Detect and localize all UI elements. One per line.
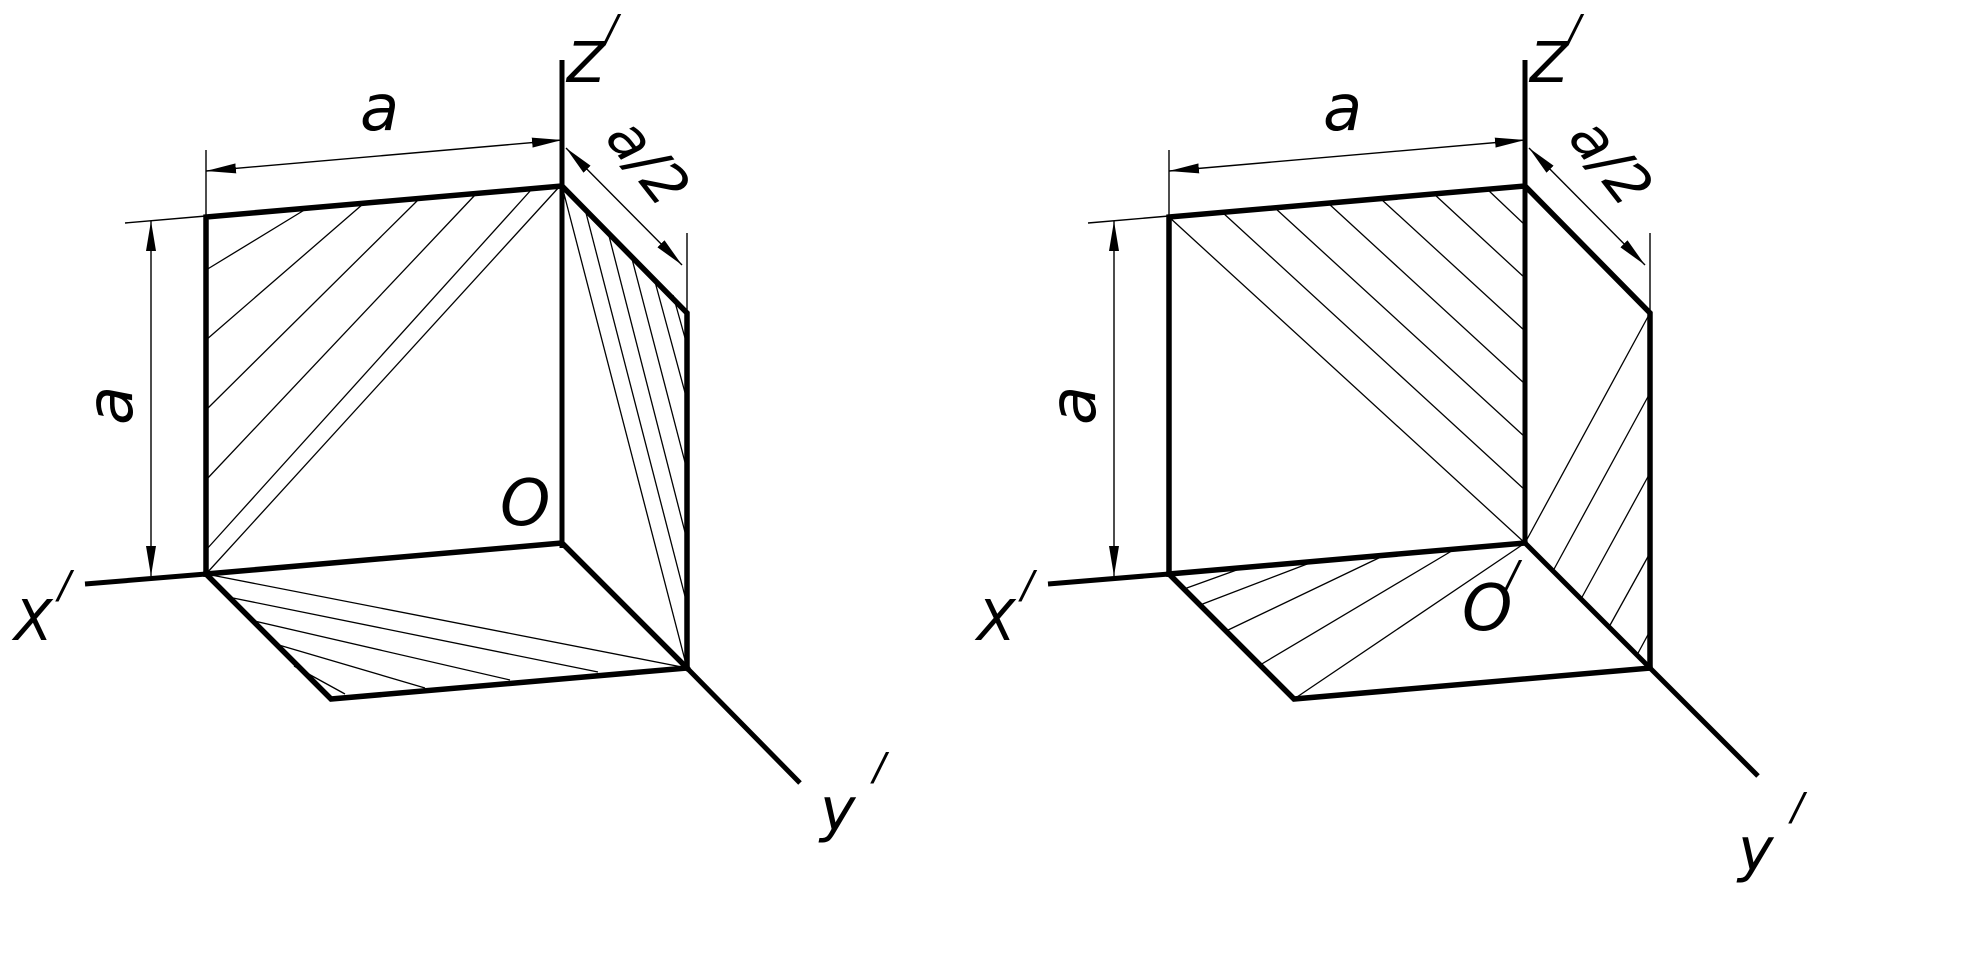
left-dim-height: [124, 215, 207, 576]
right-dim-depth-label: a/2: [1556, 105, 1666, 219]
left-y-axis: [684, 665, 802, 785]
right-dim-depth: [1528, 147, 1651, 313]
right-label-z-prime: /: [1565, 7, 1585, 51]
right-figure: Z / X / y / O / a a a/2: [974, 7, 1808, 885]
left-label-origin: O: [500, 467, 550, 541]
left-dim-height-label: a: [74, 386, 148, 425]
right-label-z: Z: [1528, 31, 1570, 96]
left-dim-depth-label: a/2: [593, 105, 703, 219]
left-label-x: X: [11, 589, 54, 654]
left-side-face-hatch: [561, 185, 688, 669]
right-dim-width-label: a: [1323, 72, 1362, 146]
left-label-z-prime: /: [602, 7, 622, 51]
left-front-face-hatch: [205, 185, 561, 575]
left-cube-edges: [202, 183, 691, 702]
left-label-x-prime: /: [55, 563, 75, 607]
left-dim-width-label: a: [360, 72, 399, 146]
right-label-origin-prime: /: [1503, 553, 1523, 597]
right-dim-width: [1168, 137, 1526, 217]
right-side-face-hatch: [1524, 312, 1651, 656]
left-label-y: y: [818, 775, 857, 845]
left-label-y-prime: /: [870, 745, 890, 789]
right-x-axis: [1047, 571, 1170, 587]
right-dim-height: [1087, 215, 1170, 576]
right-label-y-prime: /: [1788, 785, 1808, 829]
left-dim-width: [205, 137, 563, 217]
left-figure: Z / X / y / O a a a/2: [11, 7, 890, 845]
right-front-face-hatch: [1168, 188, 1526, 544]
left-bottom-face-hatch: [205, 573, 688, 695]
right-label-y: y: [1736, 815, 1775, 885]
right-bottom-face-hatch: [1183, 542, 1526, 700]
right-label-x: X: [974, 589, 1017, 654]
right-label-origin: O: [1462, 572, 1512, 646]
right-dim-height-label: a: [1037, 386, 1111, 425]
left-x-axis: [84, 571, 207, 587]
left-dim-depth: [565, 147, 688, 313]
left-label-z: Z: [565, 31, 607, 96]
right-cube-edges: [1165, 183, 1653, 702]
right-label-x-prime: /: [1018, 563, 1038, 607]
right-y-axis: [1523, 541, 1760, 778]
